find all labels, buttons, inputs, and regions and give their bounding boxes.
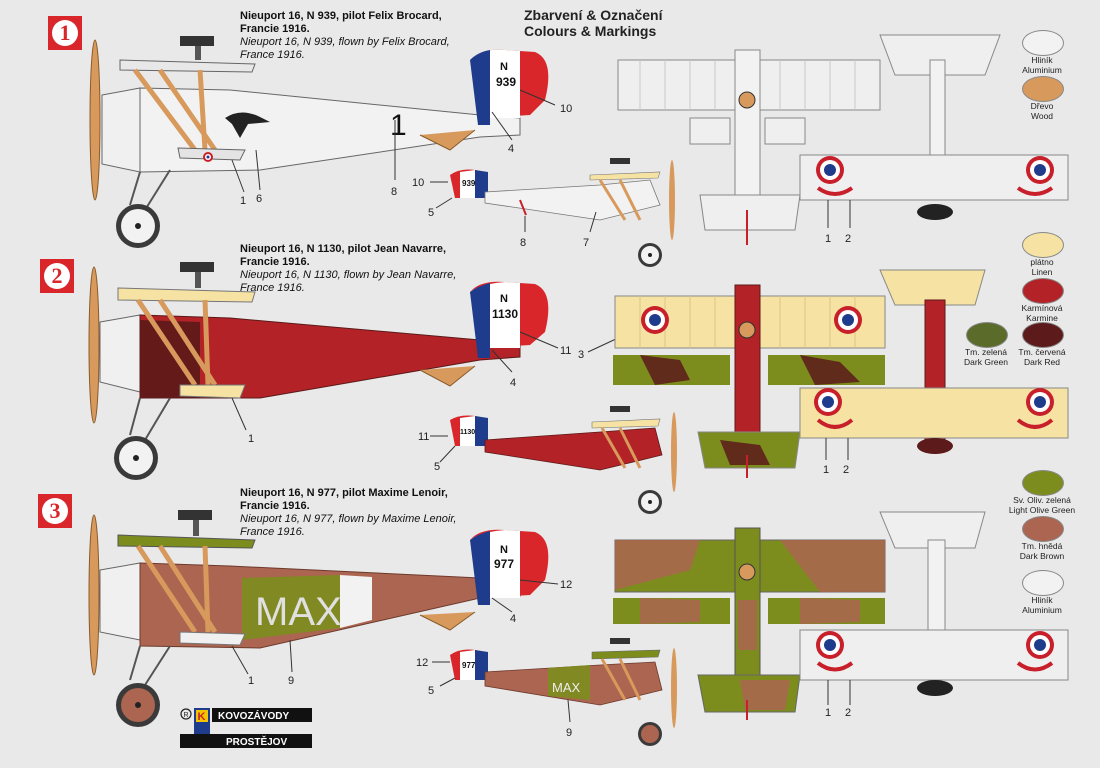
svg-text:10: 10 (412, 177, 424, 189)
fuselage-number-1: 1 (390, 109, 407, 142)
profile-2-callouts: 1 4 11 11 5 3 1 2 (231, 331, 849, 476)
profile-title-3: Nieuport 16, N 977, pilot Maxime Lenoir,… (240, 487, 457, 538)
tail-prefix-3: N (500, 544, 508, 556)
svg-text:9: 9 (288, 675, 294, 687)
svg-text:7: 7 (583, 237, 589, 249)
svg-text:5: 5 (428, 207, 434, 219)
header-title-cz: Zbarvení & Označení (524, 7, 663, 23)
tail-serial-small-2: 1130 (460, 429, 475, 436)
swatch-dark-red (1022, 322, 1064, 348)
profile-2-top-view (613, 284, 886, 478)
swatch-dark-brown (1022, 516, 1064, 542)
profile-title-1: Nieuport 16, N 939, pilot Felix Brocard,… (240, 10, 450, 61)
svg-text:1: 1 (240, 195, 246, 207)
profile-2-side-large: N 1130 (88, 262, 549, 480)
svg-text:12: 12 (560, 579, 572, 591)
manufacturer-logo: R K KOVOZÁVODY PROSTĚJOV (180, 708, 312, 748)
header-title-en: Colours & Markings (524, 23, 657, 39)
profile-3-callouts: 1 9 4 12 12 5 9 1 2 (231, 579, 851, 739)
svg-text:5: 5 (428, 685, 434, 697)
profile-badge-3: 3 (38, 494, 72, 528)
svg-text:10: 10 (560, 103, 572, 115)
svg-text:8: 8 (391, 186, 397, 198)
profile-1-side-small: 939 (450, 158, 675, 267)
svg-text:2: 2 (845, 707, 851, 719)
svg-text:1: 1 (825, 233, 831, 245)
swatch-karmine (1022, 278, 1064, 304)
svg-text:11: 11 (418, 431, 429, 443)
logo-graphic: R K KOVOZÁVODY PROSTĚJOV (180, 708, 312, 748)
profile-1-callouts: 1 6 8 4 10 10 5 8 7 1 2 (231, 89, 851, 249)
svg-text:1: 1 (248, 675, 254, 687)
tail-serial-3: 977 (494, 557, 514, 571)
profile-3-top-view (613, 527, 886, 720)
tail-serial-1: 939 (496, 75, 516, 89)
tail-serial-small-3: 977 (462, 661, 476, 670)
profile-2-bottom-view (799, 269, 1069, 460)
svg-text:1: 1 (825, 707, 831, 719)
svg-text:1: 1 (248, 433, 254, 445)
svg-text:6: 6 (256, 193, 262, 205)
profile-1-bottom-view (799, 34, 1069, 228)
profile-2-side-small: 1130 (450, 406, 677, 514)
swatch-dark-green (966, 322, 1008, 348)
tail-serial-small-1: 939 (462, 179, 476, 188)
sheet-header: Zbarvení & Označení Colours & Markings (524, 7, 662, 39)
profile-3-bottom-view (799, 511, 1069, 705)
svg-text:8: 8 (520, 237, 526, 249)
swatch-linen (1022, 232, 1064, 258)
svg-text:5: 5 (434, 461, 440, 473)
svg-text:11: 11 (560, 345, 571, 357)
swatch-wood (1022, 76, 1064, 102)
swatch-aluminium-1 (1022, 30, 1064, 56)
swatch-light-olive-green (1022, 470, 1064, 496)
tail-serial-2: 1130 (492, 307, 518, 321)
svg-text:K: K (198, 711, 206, 723)
fuselage-letters: MAX (255, 590, 342, 634)
svg-text:9: 9 (566, 727, 572, 739)
svg-text:4: 4 (510, 613, 516, 625)
svg-text:2: 2 (843, 464, 849, 476)
svg-text:1: 1 (823, 464, 829, 476)
profile-title-2: Nieuport 16, N 1130, pilot Jean Navarre,… (240, 243, 457, 294)
svg-text:12: 12 (416, 657, 428, 669)
svg-text:R: R (184, 712, 189, 719)
svg-text:2: 2 (845, 233, 851, 245)
profile-1-side-large: 1 N 939 (89, 36, 549, 248)
profile-badge-2: 2 (40, 259, 74, 293)
logo-line1: KOVOZÁVODY (218, 709, 289, 722)
profile-3-side-large: MAX N 977 (88, 510, 549, 727)
svg-text:4: 4 (510, 377, 516, 389)
profile-badge-1: 1 (48, 16, 82, 50)
profile-1-top-view (617, 49, 881, 245)
tail-prefix-2: N (500, 293, 508, 305)
logo-line2: PROSTĚJOV (226, 735, 287, 748)
fuselage-letters-small: MAX (552, 680, 581, 695)
svg-text:4: 4 (508, 143, 514, 155)
tail-prefix-1: N (500, 61, 508, 73)
swatch-aluminium-2 (1022, 570, 1064, 596)
svg-text:3: 3 (578, 349, 584, 361)
profile-3-side-small: 977 MAX (450, 638, 677, 746)
